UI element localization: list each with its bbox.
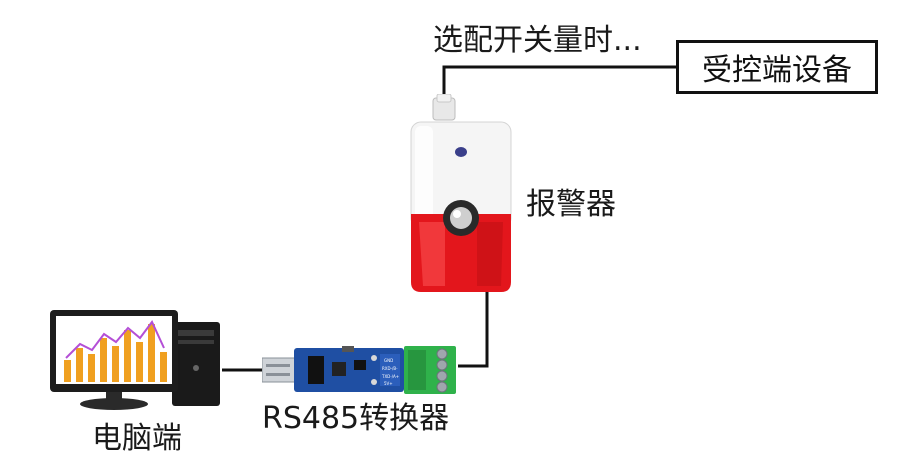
controlled-device-label: 受控端设备 [702,53,852,88]
selection-note-label: 选配开关量时... [433,23,642,58]
wire-alarm-to-controlled-device [442,65,676,104]
controlled-device-box: 受控端设备 [676,40,878,94]
rs485-converter-icon: GND RXD-/B- TXD-/A+ 5V+ [262,346,456,394]
pin-label-rxd: RXD-/B- [382,366,398,371]
wire-alarm-to-converter [458,292,489,368]
computer-label: 电脑端 [92,421,182,456]
pin-label-gnd: GND [384,358,393,363]
alarm-siren-icon [410,94,512,292]
pin-label-txd: TXD-/A+ [381,374,399,379]
pin-label-5v: 5V+ [384,381,393,386]
alarm-label: 报警器 [526,187,616,222]
converter-label: RS485转换器 [262,401,450,436]
computer-icon [50,310,220,410]
